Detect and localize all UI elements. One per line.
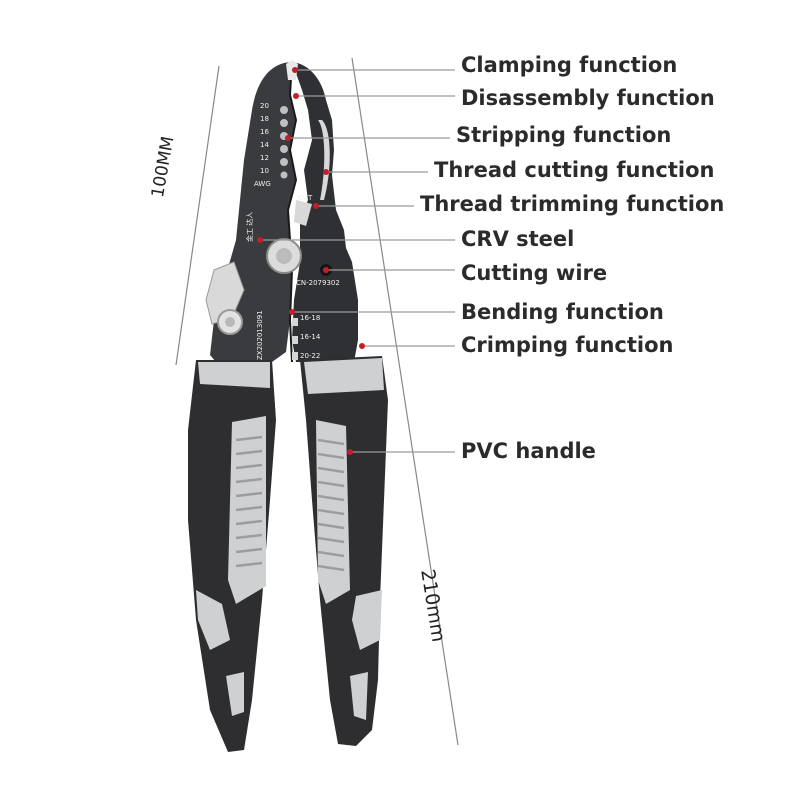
callout-clamping-function: Clamping function <box>461 53 678 77</box>
awg-size-12: 12 <box>260 154 269 162</box>
model-engraving: CN-2079302 <box>296 279 340 287</box>
dot-crv-steel <box>257 237 263 243</box>
dot-thread-cutting <box>323 169 329 175</box>
callout-crv-steel: CRV steel <box>461 227 575 251</box>
crimp-size-16-14: 16-14 <box>300 333 321 341</box>
callout-crimping-function: Crimping function <box>461 333 674 357</box>
serial-engraving: ZX202013091 <box>256 310 264 360</box>
dot-thread-trimming <box>313 203 319 209</box>
awg-size-18: 18 <box>260 115 269 123</box>
callout-thread-trimming-function: Thread trimming function <box>420 192 725 216</box>
right-handle <box>300 356 388 746</box>
awg-size-16: 16 <box>260 128 269 136</box>
crimp-size-20-22: 20-22 <box>300 352 320 360</box>
callout-bending-function: Bending function <box>461 300 664 324</box>
left-handle <box>188 360 276 752</box>
pliers-head: 20 18 16 14 12 10 AWG CUT 金工 达人 CN-20793… <box>205 60 358 363</box>
head-length-dimension-line <box>175 65 220 366</box>
stripping-holes <box>280 106 288 179</box>
dot-disassembly <box>293 93 299 99</box>
dot-clamping <box>292 67 298 73</box>
callout-thread-cutting-function: Thread cutting function <box>434 158 715 182</box>
dot-cutting-wire <box>323 267 329 273</box>
awg-size-14: 14 <box>260 141 269 149</box>
awg-size-10: 10 <box>260 167 269 175</box>
dot-stripping <box>285 135 291 141</box>
brand-engraving: 金工 达人 <box>245 212 254 242</box>
cut-label: CUT <box>298 194 313 202</box>
awg-label: AWG <box>254 180 271 188</box>
dot-bending <box>289 309 295 315</box>
right-jaw <box>292 62 358 362</box>
callout-stripping-function: Stripping function <box>456 123 672 147</box>
dot-pvc-handle <box>347 449 353 455</box>
awg-size-20: 20 <box>260 102 269 110</box>
callout-disassembly-function: Disassembly function <box>461 86 715 110</box>
callout-pvc-handle: PVC handle <box>461 439 596 463</box>
dot-crimping <box>359 343 365 349</box>
crimp-size-16-18: 16-18 <box>300 314 320 322</box>
callout-cutting-wire: Cutting wire <box>461 261 608 285</box>
